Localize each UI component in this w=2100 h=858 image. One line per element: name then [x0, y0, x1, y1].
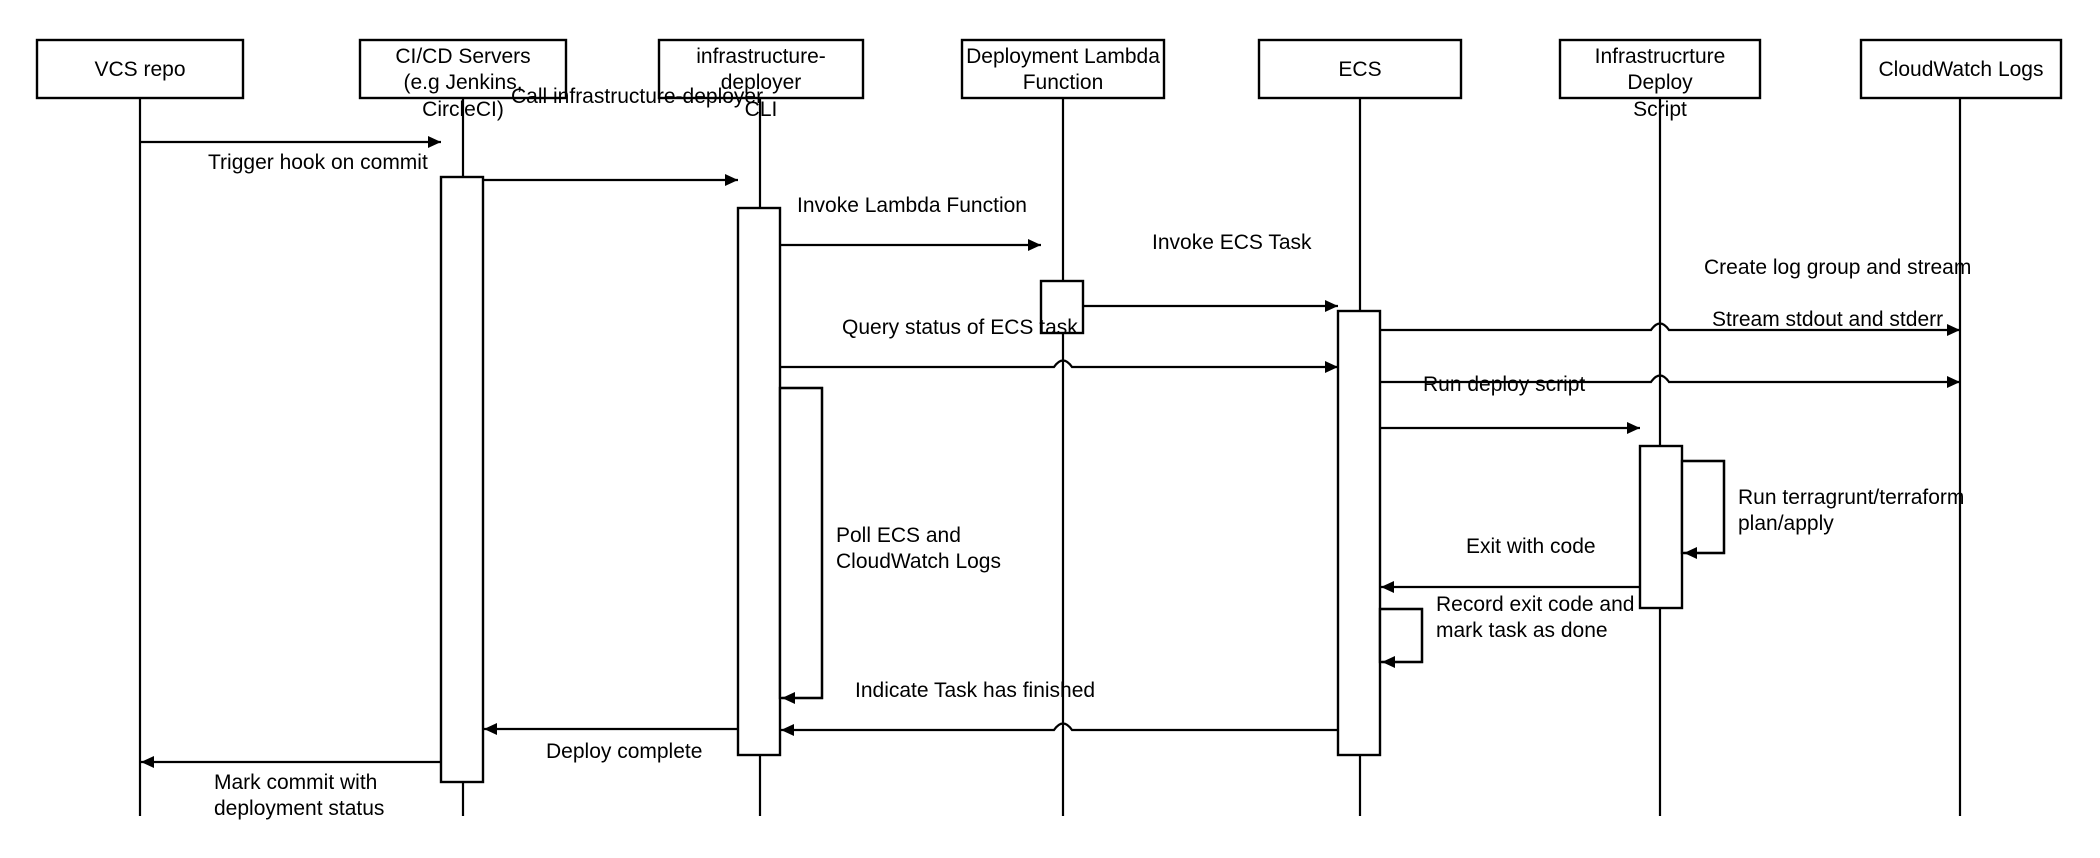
message-arrows-group — [140, 136, 1960, 768]
activation-bar-act-cicd — [439, 175, 485, 784]
message-label-m5: Create log group and stream — [1704, 256, 1972, 279]
participant-box-lambda[interactable] — [960, 38, 1166, 100]
message-label-m6: Query status of ECS task — [842, 316, 1078, 339]
participant-label-cli: infrastructure-deployer CLI — [696, 45, 826, 121]
message-label-m12: Mark commit with deployment status — [214, 771, 385, 820]
message-label-m8: Run deploy script — [1423, 373, 1586, 396]
self-message-arrow-s3[interactable] — [1380, 607, 1424, 668]
self-message-arrow-s2[interactable] — [1682, 459, 1726, 559]
participant-label-deployscript: Infrastrucrture Deploy Script — [1594, 45, 1726, 121]
participant-box-cli[interactable] — [657, 38, 865, 100]
message-arrow-m5[interactable] — [1380, 322, 1960, 336]
message-label-m9: Exit with code — [1466, 535, 1596, 558]
activation-bar-act-cli — [736, 206, 782, 757]
self-message-label-s3: Record exit code and mark task as done — [1436, 593, 1635, 642]
message-label-m10: Indicate Task has finished — [855, 679, 1096, 702]
self-message-label-s1: Poll ECS and CloudWatch Logs — [836, 524, 1001, 573]
activation-bar-act-ds-self — [1680, 459, 1726, 555]
participant-label-ecs: ECS — [1338, 58, 1382, 81]
self-message-arrow-s1[interactable] — [780, 386, 824, 704]
participant-label-lambda: Deployment Lambda Function — [966, 45, 1160, 95]
message-arrow-m10[interactable] — [781, 722, 1338, 736]
lifelines-group — [138, 98, 1962, 816]
activation-bar-act-deployscript — [1638, 444, 1684, 610]
participant-box-ecs[interactable] — [1257, 38, 1463, 100]
participant-boxes-group — [35, 38, 2063, 100]
participant-label-vcs: VCS repo — [94, 58, 186, 81]
message-label-m4: Invoke ECS Task — [1152, 231, 1312, 254]
participant-box-cicd[interactable] — [358, 38, 568, 100]
message-label-m1: Trigger hook on commit — [208, 151, 428, 174]
message-label-m3: Invoke Lambda Function — [797, 194, 1027, 217]
participant-box-vcs[interactable] — [35, 38, 245, 100]
message-arrow-m6[interactable] — [780, 359, 1338, 373]
self-message-label-s2: Run terragrunt/terraform plan/apply — [1738, 486, 1965, 535]
message-arrow-m7[interactable] — [1380, 374, 1960, 388]
activation-bars-group — [439, 175, 1726, 784]
message-label-m11: Deploy complete — [546, 740, 703, 763]
message-label-m7: Stream stdout and stderr — [1712, 308, 1944, 331]
participant-box-cwlogs[interactable] — [1859, 38, 2063, 100]
participant-label-cwlogs: CloudWatch Logs — [1878, 58, 2044, 81]
participant-label-cicd: CI/CD Servers (e.g Jenkins, CircleCI) — [395, 45, 531, 121]
activation-bar-act-cli-self — [778, 386, 824, 700]
activation-bar-act-ecs — [1336, 309, 1382, 757]
participant-box-deployscript[interactable] — [1558, 38, 1762, 100]
message-label-m2: Call infrastructure-deployer — [511, 85, 764, 108]
activation-bar-act-ecs-self — [1378, 607, 1424, 664]
